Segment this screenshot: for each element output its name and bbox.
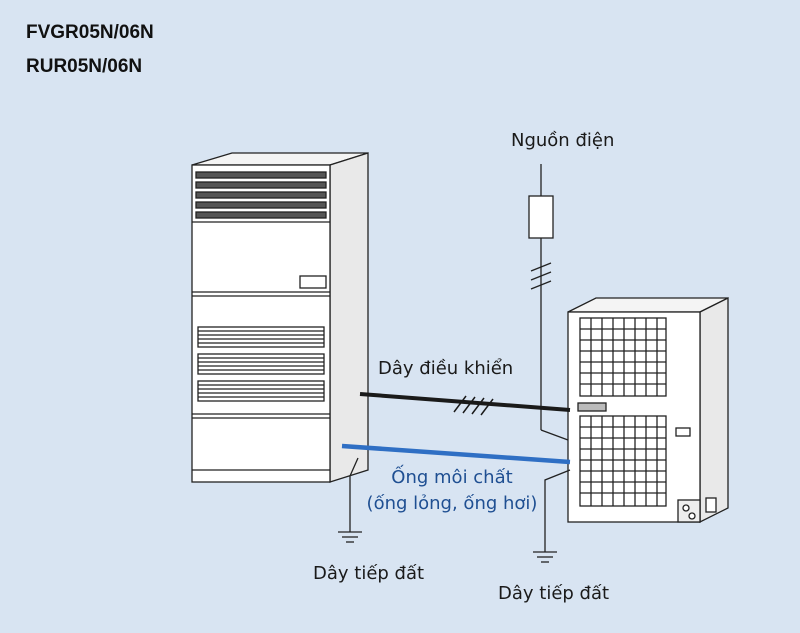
model-title-primary: FVGR05N/06N — [26, 22, 154, 43]
outdoor-side-handle — [675, 427, 691, 437]
outdoor-unit-side — [699, 296, 729, 524]
ground-wire-indoor — [338, 457, 362, 543]
refrigerant-pipe-label: Ống môi chất (ống lỏng, ống hơi) — [352, 465, 552, 517]
control-wire-label: Dây điều khiển — [378, 358, 514, 379]
indoor-unit-side — [329, 152, 369, 483]
indoor-grille-2 — [197, 353, 325, 375]
refrigerant-pipe-detail: (ống lỏng, ống hơi) — [366, 493, 538, 514]
outdoor-unit — [567, 296, 729, 524]
indoor-unit — [191, 152, 369, 483]
indoor-display-panel — [299, 275, 327, 289]
control-wire — [359, 392, 571, 416]
ground-wire-outdoor — [533, 469, 571, 563]
outdoor-fan-guard-lower — [579, 415, 667, 507]
power-supply-line — [528, 164, 569, 441]
refrigerant-pipe — [341, 443, 571, 465]
refrigerant-pipe-title: Ống môi chất — [391, 467, 513, 488]
power-source-label: Nguồn điện — [511, 130, 615, 151]
outdoor-brand-plate — [577, 402, 607, 412]
outdoor-service-valves — [677, 497, 717, 523]
indoor-grille-1 — [197, 326, 325, 348]
model-title-secondary: RUR05N/06N — [26, 56, 143, 77]
ground-wire-outdoor-label: Dây tiếp đất — [498, 583, 610, 604]
breaker-icon — [528, 195, 554, 239]
indoor-grille-3 — [197, 380, 325, 402]
indoor-top-louvers — [195, 171, 327, 219]
outdoor-fan-guard-upper — [579, 317, 667, 397]
ground-wire-indoor-label: Dây tiếp đất — [313, 563, 425, 584]
